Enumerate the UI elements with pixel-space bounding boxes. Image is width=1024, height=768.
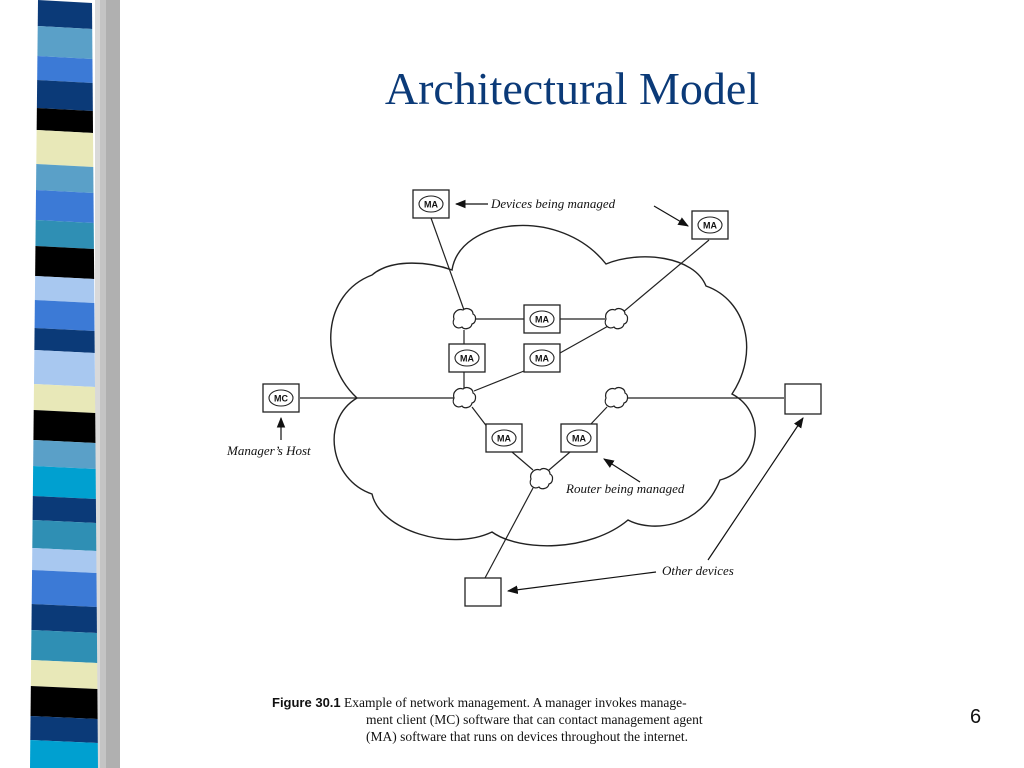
stripe-block xyxy=(31,630,98,663)
slide-title: Architectural Model xyxy=(384,63,760,114)
svg-text:MA: MA xyxy=(535,315,549,325)
caption-line-3: (MA) software that runs on devices throu… xyxy=(366,729,689,744)
svg-text:MA: MA xyxy=(535,354,549,364)
stripe-block xyxy=(36,108,94,133)
ma-device: MA xyxy=(448,343,486,373)
stripe-block xyxy=(33,410,96,443)
caption-line-1: Example of network management. A manager… xyxy=(344,695,687,710)
network-links xyxy=(300,217,784,579)
stripe-block xyxy=(36,130,94,167)
stripe-block xyxy=(37,56,93,83)
stripe-block xyxy=(31,570,97,607)
stripe-block xyxy=(30,660,98,689)
svg-text:MC: MC xyxy=(274,394,288,404)
router-icon xyxy=(452,387,477,409)
router-icon xyxy=(452,308,477,330)
mc-manager-host: MC xyxy=(262,383,300,413)
stripe-block xyxy=(32,548,97,573)
internet-cloud xyxy=(330,224,756,547)
ma-device: MA xyxy=(560,423,598,453)
stripe-block xyxy=(31,604,97,633)
decorative-stripe-bar xyxy=(0,0,120,768)
ma-device: MA xyxy=(485,423,523,453)
stripe-block xyxy=(30,740,98,768)
stripe-block xyxy=(34,300,95,331)
stripe-block xyxy=(34,276,95,303)
stripe-block xyxy=(35,190,94,223)
stripe-block xyxy=(34,350,95,387)
svg-text:MA: MA xyxy=(497,434,511,444)
svg-text:MA: MA xyxy=(460,354,474,364)
figure-caption: Figure 30.1 Example of network managemen… xyxy=(272,694,817,745)
svg-text:MA: MA xyxy=(572,434,586,444)
figure-number: Figure 30.1 xyxy=(272,695,341,710)
stripe-block xyxy=(36,80,93,111)
router-managed-label: Router being managed xyxy=(565,481,685,496)
managers-host-label: Manager’s Host xyxy=(226,443,311,458)
ma-device: MA xyxy=(523,304,561,334)
ma-device: MA xyxy=(412,189,450,219)
ma-device: MA xyxy=(691,210,729,240)
page-number: 6 xyxy=(970,706,982,728)
other-device-box xyxy=(784,383,822,415)
other-devices-label: Other devices xyxy=(662,563,734,578)
stripe-block xyxy=(35,246,95,279)
annotation-arrows xyxy=(276,199,804,595)
stripe-block xyxy=(32,496,97,523)
stripe-block xyxy=(32,520,97,551)
stripe-block xyxy=(37,0,93,29)
caption-line-2: ment client (MC) software that can conta… xyxy=(366,712,703,727)
svg-text:MA: MA xyxy=(703,221,717,231)
stripe-block xyxy=(35,220,94,249)
stripe-block xyxy=(34,328,95,353)
stripe-block xyxy=(30,686,98,719)
stripe-block xyxy=(36,164,94,193)
svg-text:MA: MA xyxy=(424,200,438,210)
devices-managed-label: Devices being managed xyxy=(490,196,616,211)
stripe-block xyxy=(32,466,96,499)
stripe-block xyxy=(33,384,96,413)
router-icon xyxy=(529,468,554,490)
router-icon xyxy=(604,308,629,330)
other-device-box xyxy=(464,577,502,607)
stripe-block xyxy=(33,440,96,469)
stripe-block xyxy=(30,716,98,743)
ma-device: MA xyxy=(523,343,561,373)
stripe-block xyxy=(37,26,93,59)
routers xyxy=(452,308,629,490)
router-icon xyxy=(604,387,629,409)
